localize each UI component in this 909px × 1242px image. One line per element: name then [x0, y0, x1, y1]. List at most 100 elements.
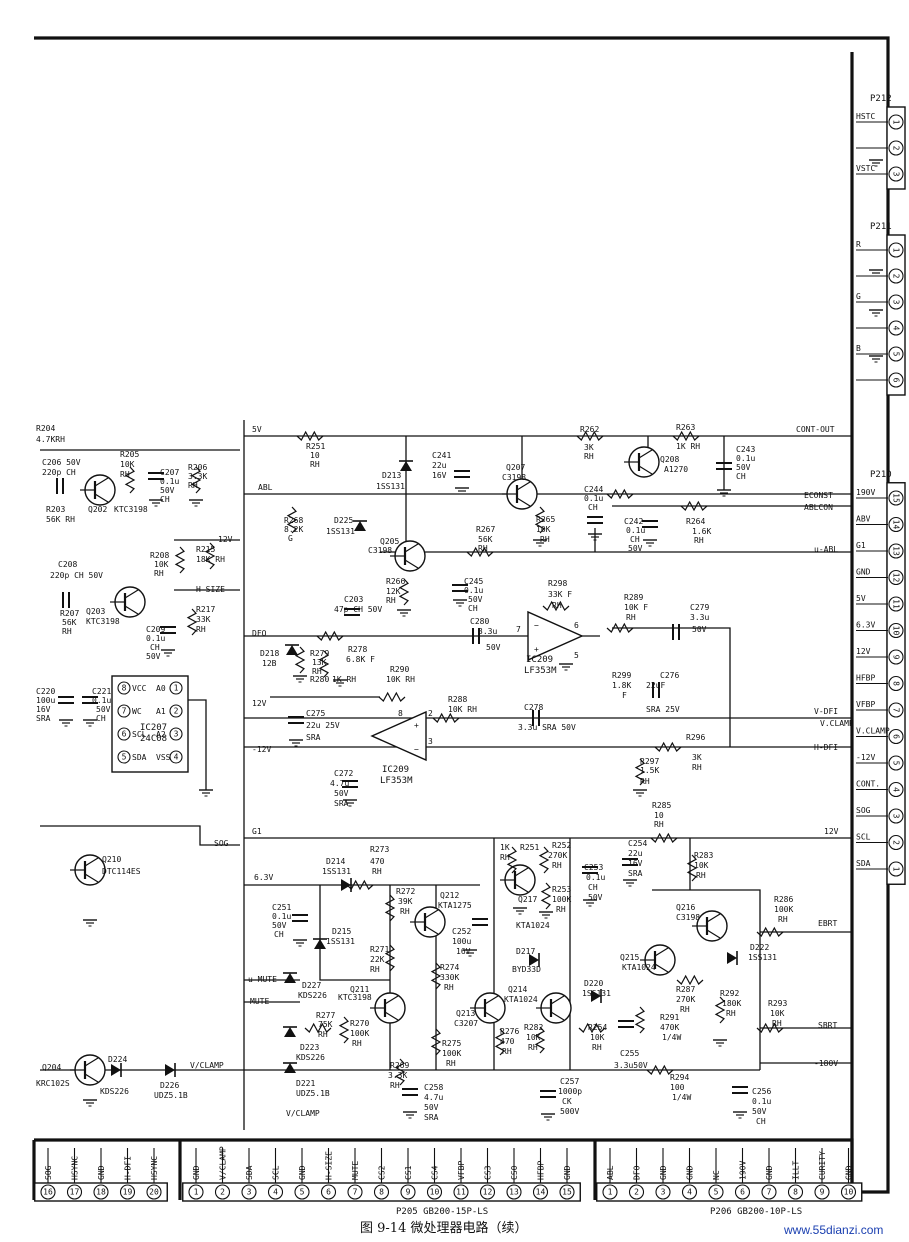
- label-c255v: 3.3u50V: [614, 1061, 648, 1070]
- label-d226p: UDZ5.1B: [154, 1091, 188, 1100]
- label-r253v: 100K: [552, 895, 571, 904]
- svg-text:7: 7: [122, 707, 127, 716]
- p210-pin-10: [888, 622, 904, 639]
- p205-pin-9: [400, 1184, 416, 1200]
- p210-signal: V.CLAMP: [856, 727, 890, 736]
- label-r206r: RH: [188, 481, 198, 490]
- p210-pin-12: [888, 569, 904, 586]
- p205-pin-8: [373, 1184, 390, 1200]
- p205-pin-num: 8: [379, 1188, 384, 1197]
- label-r288: R288: [448, 695, 467, 704]
- p210-signal: G1: [856, 541, 866, 550]
- label-c242x: CH: [630, 535, 640, 544]
- p210-signal: VFBP: [856, 700, 875, 709]
- p210-signal: SOG: [856, 806, 871, 815]
- p210-pin-13: [888, 543, 904, 559]
- label-r299r: F: [622, 691, 627, 700]
- label-c257x: CK: [562, 1097, 572, 1106]
- p212-pin-3: [888, 166, 904, 182]
- label-sbrt: SBRT: [818, 1021, 837, 1030]
- ic209a-part: LF353M: [524, 666, 557, 676]
- label-m12v: -12V: [252, 745, 271, 754]
- label-r269v: 3.3K: [388, 1071, 407, 1080]
- label-r292: R292: [720, 989, 739, 998]
- diode: [111, 1064, 121, 1076]
- p205-pin-num: 13: [509, 1188, 519, 1197]
- p205-pin-num: 6: [326, 1188, 331, 1197]
- label-q207p: C3198: [502, 473, 526, 482]
- label-r293: R293: [768, 999, 787, 1008]
- label-c275: C275: [306, 709, 325, 718]
- p212-signal: HSTC: [856, 112, 875, 121]
- label-c258y: SRA: [424, 1113, 439, 1122]
- p206-signal: GND: [845, 1165, 854, 1180]
- left-signal: HSYNC: [71, 1156, 80, 1180]
- label-r289: R289: [624, 593, 643, 602]
- p210-pin-9: [888, 649, 904, 665]
- diode: [286, 645, 298, 655]
- label-c275v: 22u 25V: [306, 721, 340, 730]
- figure-caption: 图 9-14 微处理器电路（续）: [360, 1220, 527, 1236]
- resistor: [286, 506, 298, 534]
- label-r251bv: 1K: [500, 843, 510, 852]
- p210-pin-num: 11: [892, 599, 901, 609]
- label-r215v: 18K RH: [196, 555, 225, 564]
- label-vdfi: V-DFI: [814, 707, 838, 716]
- svg-text:1: 1: [174, 684, 179, 693]
- p206-pin-6: [734, 1184, 751, 1200]
- p206-title: P206 GB200-10P-LS: [710, 1207, 802, 1217]
- p210-signal: -12V: [856, 753, 875, 762]
- resistor: [294, 646, 306, 674]
- label-c220y: SRA: [36, 714, 51, 723]
- label-q215p: KTA1024: [622, 963, 656, 972]
- p211-pin-num: 6: [892, 378, 901, 383]
- label-c279: C279: [690, 603, 709, 612]
- p210-pin-num: 1: [892, 867, 901, 872]
- svg-text:4: 4: [174, 753, 179, 762]
- label-r263: R263: [676, 423, 695, 432]
- label-c253: C253: [584, 863, 603, 872]
- resistor: [430, 1028, 442, 1056]
- label-q213p: C3207: [454, 1019, 478, 1028]
- label-v5: 5V: [252, 425, 262, 434]
- p205-signal: MUTE: [351, 1161, 360, 1180]
- resistor: [650, 832, 678, 844]
- label-r283r: RH: [696, 871, 706, 880]
- label-q217p: KTA1024: [516, 921, 550, 930]
- p205-signal: CS3: [484, 1165, 493, 1180]
- label-r268r: G: [288, 534, 293, 543]
- capacitors: [56, 462, 748, 1098]
- resistor: [394, 1058, 406, 1086]
- label-r293r: RH: [772, 1019, 782, 1028]
- label-r203: R203: [46, 505, 65, 514]
- p206-pin-num: 7: [767, 1188, 772, 1197]
- p205-pin-num: 7: [353, 1188, 358, 1197]
- label-c272y: SRA: [334, 799, 349, 808]
- label-q212: Q212: [440, 891, 459, 900]
- resistor: [654, 741, 682, 753]
- label-r265r: RH: [540, 535, 550, 544]
- label-c244v: 0.1u: [584, 494, 603, 503]
- svg-text:5: 5: [122, 753, 127, 762]
- p210-signal: 5V: [856, 594, 866, 603]
- svg-text:3: 3: [174, 730, 179, 739]
- label-q203p: KTC3198: [86, 617, 120, 626]
- label-r271r: RH: [370, 965, 380, 974]
- p205-pin-7: [347, 1184, 363, 1200]
- label-d225: D225: [334, 516, 353, 525]
- label-r263v: 1K RH: [676, 442, 700, 451]
- resistor: [606, 488, 634, 500]
- p205-pin-num: 9: [406, 1188, 411, 1197]
- p210-title: P210: [870, 470, 892, 480]
- p206-signal: NC: [712, 1170, 721, 1180]
- resistor: [296, 430, 324, 442]
- label-r270r: RH: [352, 1039, 362, 1048]
- label-r207v: 56K: [62, 618, 77, 627]
- diode: [284, 1027, 296, 1037]
- label-c251: C251: [272, 903, 291, 912]
- label-c252v: 100u: [452, 937, 471, 946]
- svg-text:+: +: [414, 721, 419, 730]
- label-v12c: 12V: [824, 827, 839, 836]
- label-m180: -180V: [814, 1059, 838, 1068]
- p212-pin-num: 3: [892, 172, 901, 177]
